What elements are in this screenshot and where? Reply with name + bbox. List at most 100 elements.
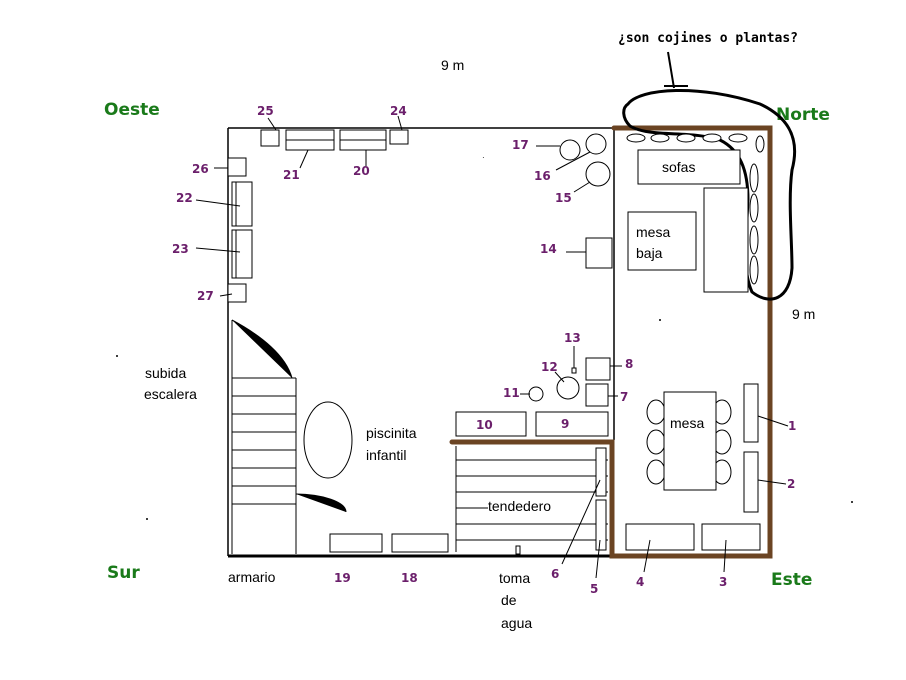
number-26: 26 [192,162,209,176]
staircase [231,319,347,554]
item-12 [556,376,580,400]
number-27: 27 [197,289,214,303]
dot [116,355,118,357]
number-4: 4 [636,575,644,589]
leader-6 [561,479,601,565]
leader-12 [554,371,565,383]
clothesline-label: tendedero [488,498,551,514]
number-11: 11 [503,386,520,400]
leader-27 [219,293,233,297]
furniture-4 [625,523,695,551]
leader-23 [195,247,241,253]
furniture-10 [455,411,527,437]
number-20: 20 [353,164,370,178]
number-25: 25 [257,104,274,118]
item-17 [559,139,581,161]
furniture-26 [227,157,247,177]
number-13: 13 [564,331,581,345]
tap-label-3: agua [501,615,532,631]
leader-22 [195,199,241,207]
number-5: 5 [590,582,598,596]
furniture-25 [260,129,280,147]
leader-15 [573,181,591,193]
coffee-table-label-1: mesa [636,224,670,240]
leader-16 [555,151,591,171]
number-17: 17 [512,138,529,152]
item-11 [528,386,544,402]
leader-3 [723,539,727,573]
number-18: 18 [401,571,418,585]
leader-4 [643,539,651,573]
number-3: 3 [719,575,727,589]
wardrobe-label: armario [228,569,276,585]
coffee-table-label-2: baja [636,245,663,261]
sofa-label: sofas [662,159,695,175]
furniture-5 [595,499,607,551]
pool-label-2: infantil [366,447,406,463]
dot-marker: · [482,153,485,162]
furniture-23 [231,229,253,279]
furniture-22 [231,181,253,227]
stairs-label-2: escalera [144,386,197,402]
sofa-side [703,187,749,293]
number-2: 2 [787,477,795,491]
note-text: ¿son cojines o plantas? [618,31,798,46]
number-23: 23 [172,242,189,256]
direction-south: Sur [107,563,140,583]
number-16: 16 [534,169,551,183]
furniture-24 [389,129,409,145]
number-7: 7 [620,390,628,404]
dot [146,518,148,520]
porch-outline [449,125,773,559]
cushions-side [749,163,759,285]
dining-table-label: mesa [670,415,704,431]
number-15: 15 [555,191,572,205]
pool-label-1: piscinita [366,425,417,441]
furniture-9 [535,411,609,437]
leader-21 [299,149,309,169]
number-14: 14 [540,242,557,256]
number-12: 12 [541,360,558,374]
furniture-2 [743,451,759,513]
stairs-label-1: subida [145,365,186,381]
direction-north: Norte [776,105,830,125]
kids-pool [303,401,353,479]
number-19: 19 [334,571,351,585]
dot [851,501,853,503]
tap-label-1: toma [499,570,530,586]
note-arrow [667,51,675,89]
furniture-3 [701,523,761,551]
number-8: 8 [625,357,633,371]
furniture-19 [329,533,383,553]
leader-25 [267,117,277,131]
furniture-1 [743,383,759,443]
furniture-8 [585,357,611,381]
coffee-table [627,211,697,271]
number-24: 24 [390,104,407,118]
cushions-top [626,133,765,153]
item-13 [571,367,577,374]
number-10: 10 [476,418,493,432]
furniture-7 [585,383,609,407]
furniture-18 [391,533,449,553]
highlight-outline [622,89,797,301]
leader-5 [595,539,601,579]
dot [659,319,661,321]
furniture-27 [227,283,247,303]
number-6: 6 [551,567,559,581]
leader-1 [757,415,789,427]
sofa [637,149,741,185]
direction-west: Oeste [104,100,160,120]
dining-table [663,391,717,491]
furniture-6 [595,447,607,497]
tap-label-2: de [501,592,517,608]
leader-2 [757,479,787,485]
number-21: 21 [283,168,300,182]
clothesline-lines [455,446,608,552]
number-22: 22 [176,191,193,205]
number-9: 9 [561,417,569,431]
item-16 [585,133,607,155]
leader-24 [397,115,403,131]
furniture-14 [585,237,613,269]
